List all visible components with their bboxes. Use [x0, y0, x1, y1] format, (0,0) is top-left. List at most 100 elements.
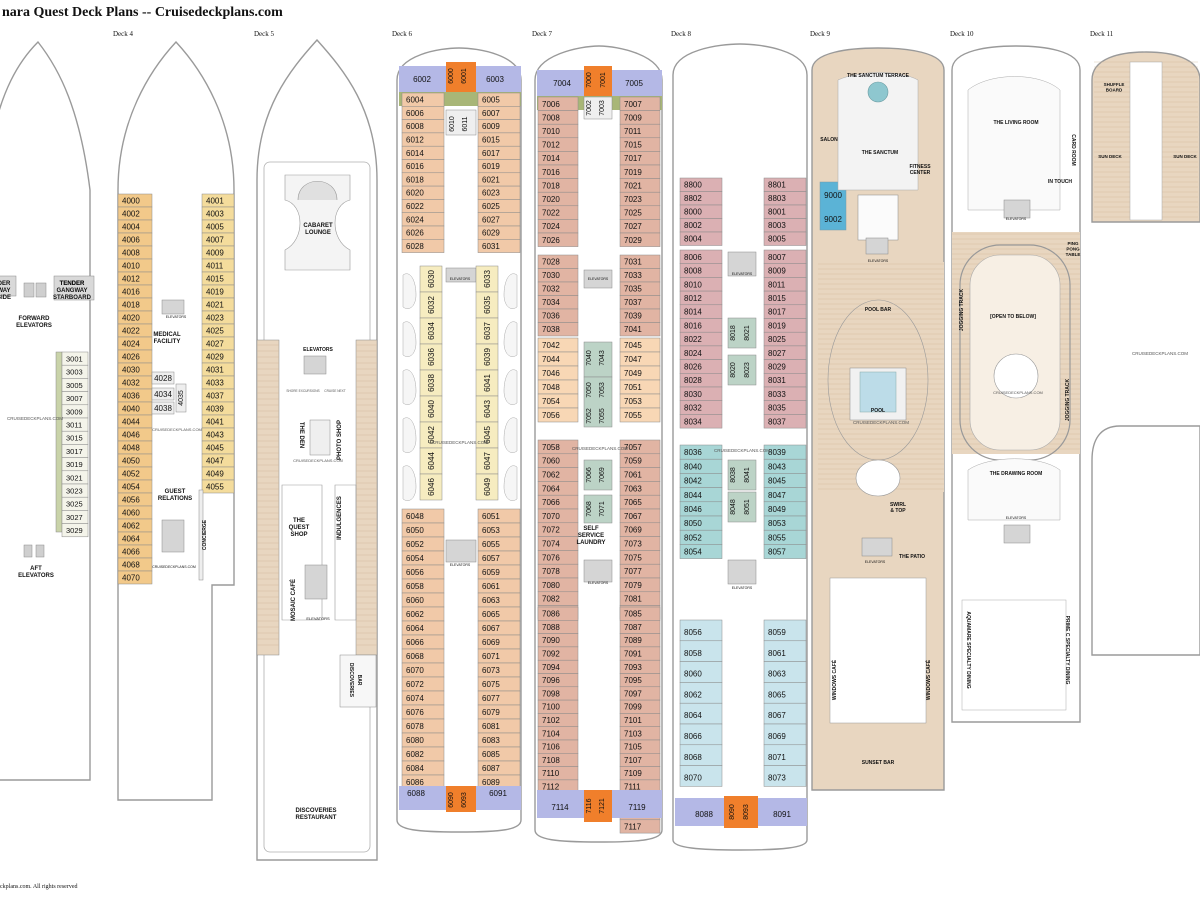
- plan-label: SHORE EXCURSIONS: [286, 389, 319, 393]
- open-to-below: [969, 254, 1061, 451]
- cabin-number: 8015: [768, 294, 786, 303]
- plan-label: ELEVATORS: [166, 315, 187, 319]
- cabin-number: 6083: [482, 736, 500, 745]
- cabin-number: 7014: [542, 154, 560, 163]
- plan-label: 6091: [489, 789, 507, 798]
- cabin-number: 4003: [206, 209, 224, 218]
- cabin-number: 8029: [768, 362, 786, 371]
- deck-7-elevator: [583, 559, 613, 583]
- deck-5-label: Deck 5: [254, 30, 275, 38]
- plan-label: 6090: [448, 792, 455, 808]
- deck-5-photo-shop: [309, 419, 331, 456]
- cabin-number: 8053: [768, 519, 786, 528]
- cabin-number: 7036: [542, 312, 560, 321]
- cabin-number: 6058: [406, 582, 424, 591]
- cabin-number: 6018: [406, 175, 424, 184]
- plan-label: LAUNDRY: [576, 540, 605, 546]
- plan-label: JOGGING TRACK: [1065, 379, 1071, 422]
- cabin-number: 8030: [684, 390, 702, 399]
- cabin-number: 4004: [122, 222, 140, 231]
- cabin-number: 4070: [122, 573, 140, 582]
- cabin-number: 4026: [122, 352, 140, 361]
- cabin-number: 7073: [624, 540, 642, 549]
- cabin-number: 6021: [482, 175, 500, 184]
- cabin-number: 8014: [684, 308, 702, 317]
- cabin-number: 4015: [206, 274, 224, 283]
- cabin-number: 4029: [206, 352, 224, 361]
- cabin-number: 7019: [624, 168, 642, 177]
- deck-7-right-cabin: [619, 407, 661, 423]
- cabin-number: 3011: [66, 421, 82, 430]
- cabin-number: 8010: [684, 280, 702, 289]
- cabin-number: 8005: [768, 235, 786, 244]
- cabin-number: 7086: [542, 610, 560, 619]
- cabin-number: 8045: [768, 477, 786, 486]
- cabin-number: 7110: [542, 769, 560, 778]
- cabin-number: 4007: [206, 235, 224, 244]
- deck-4-right-cabin: [201, 479, 235, 494]
- cabin-number: 6004: [406, 96, 424, 105]
- plan-label: WINDOWS CAFÉ: [924, 659, 932, 700]
- cabin-number: 3003: [66, 368, 83, 377]
- cabin-number: 3001: [66, 355, 83, 364]
- cabin-number: 4031: [206, 365, 224, 374]
- cabin-number: 6084: [406, 764, 424, 773]
- cabin-number: 8065: [768, 690, 786, 699]
- cabin-number: 4021: [206, 300, 224, 309]
- plan-label: 8023: [744, 362, 751, 378]
- deck-4-left-cabin: [117, 570, 153, 585]
- cabin-number: 4049: [206, 469, 224, 478]
- plan-label: WINDOWS CAFÉ: [830, 659, 838, 700]
- plan-label: 8020: [730, 362, 737, 378]
- deck-7-center-block: [583, 96, 613, 120]
- cabin-number: 8034: [684, 417, 702, 426]
- deck-7-center-cabins: [583, 459, 613, 491]
- cabin-number: 7109: [624, 769, 642, 778]
- plan-label: ELEVATORS: [865, 560, 886, 564]
- cabin-number: 6086: [406, 778, 424, 787]
- cabin-number: 3025: [66, 500, 83, 509]
- cabin-number: 6023: [482, 189, 500, 198]
- deck-8-right-cabin: [763, 544, 807, 559]
- cabin-number: 8003: [768, 221, 786, 230]
- cabin-number: 7097: [624, 689, 642, 698]
- plan-label: GANGWAY: [56, 288, 87, 294]
- deck-11-shuffleboard: [1129, 61, 1163, 221]
- cabin-number: 7091: [624, 649, 642, 658]
- cabin-number: 6089: [482, 778, 500, 787]
- cabin-number: 3007: [66, 394, 83, 403]
- cabin-number: 8009: [768, 267, 786, 276]
- plan-label: ELEVATORS: [306, 616, 330, 621]
- cabin-number: 8025: [768, 335, 786, 344]
- cabin-number: 7096: [542, 676, 560, 685]
- cabin-number: 7087: [624, 623, 642, 632]
- deck-9-label: Deck 9: [810, 30, 831, 38]
- deck-8-center-cabins: [727, 491, 757, 523]
- cabin-number: 7061: [624, 471, 642, 480]
- cabin-number: 7063: [624, 484, 642, 493]
- plan-label: 8048: [730, 499, 737, 515]
- deck-8-left-cabin: [679, 414, 723, 429]
- cabin-number: 6032: [427, 296, 436, 314]
- cabin-number: 6048: [406, 512, 424, 521]
- cabin-number: 3009: [66, 407, 83, 416]
- cabin-number: 7028: [542, 258, 560, 267]
- cabin-number: 6037: [483, 322, 492, 340]
- plan-label: STARBOARD: [53, 295, 92, 301]
- cabin-number: 6039: [483, 348, 492, 366]
- cabin-number: 4046: [122, 430, 140, 439]
- plan-label: 9000: [824, 191, 842, 200]
- plan-label: SUN DECK: [1098, 154, 1122, 159]
- deck-7-right-cabin: [619, 232, 661, 247]
- plan-label: 7052: [586, 408, 593, 424]
- cabin-number: 8071: [768, 753, 786, 762]
- cabin-number: 4030: [122, 365, 140, 374]
- plan-label: 7114: [551, 803, 569, 812]
- cabin-number: 6034: [427, 322, 436, 340]
- plan-label: 6000: [448, 68, 455, 84]
- cabin-number: 6035: [483, 296, 492, 314]
- cabin-number: 7111: [624, 782, 641, 791]
- cabin-number: 8042: [684, 477, 702, 486]
- cabin-number: 7095: [624, 676, 642, 685]
- deck-8-label: Deck 8: [671, 30, 692, 38]
